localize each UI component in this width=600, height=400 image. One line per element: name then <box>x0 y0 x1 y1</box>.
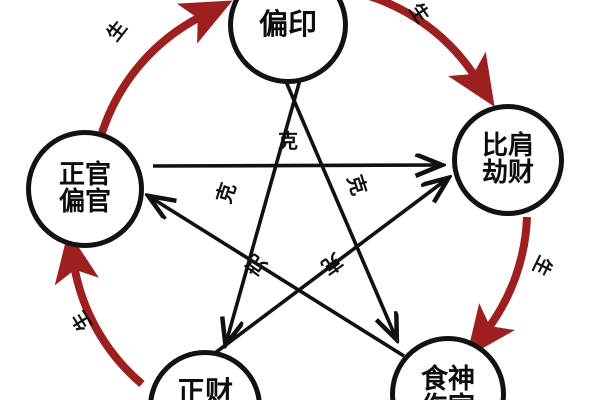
arc-zhengcai-zhengguan <box>54 231 145 388</box>
node-bijian[interactable]: 比肩 劫财 <box>452 104 564 216</box>
node-pianyin-line1: 偏印 <box>258 7 317 42</box>
node-zhengcai-line1: 正财 <box>176 375 233 400</box>
node-bijian-line1: 比肩 <box>481 131 534 162</box>
node-shishen-line1: 食神 <box>421 364 475 396</box>
node-bijian-line2: 劫财 <box>481 158 534 188</box>
arc-bijian-shishen <box>466 216 531 358</box>
ke-pianyin-shishen <box>276 62 396 338</box>
ke-label-zhengguan-bijian: 克 <box>278 129 298 153</box>
arc-zhengguan-pianyin <box>97 0 233 138</box>
ke-pianyin-zhengcai <box>226 61 307 343</box>
ke-zhengguan-bijian <box>152 165 440 166</box>
node-zhengguan-line2: 偏官 <box>58 187 111 217</box>
node-zhengguan[interactable]: 正官 偏官 <box>26 130 144 248</box>
node-shishen-line2: 伤官 <box>421 394 475 400</box>
ke-zhengcai-bijian <box>209 179 447 358</box>
node-zhengguan-line1: 正官 <box>58 160 111 191</box>
ke-shishen-zhengguan <box>150 197 405 358</box>
arc-pianyin-bijian <box>368 0 495 107</box>
